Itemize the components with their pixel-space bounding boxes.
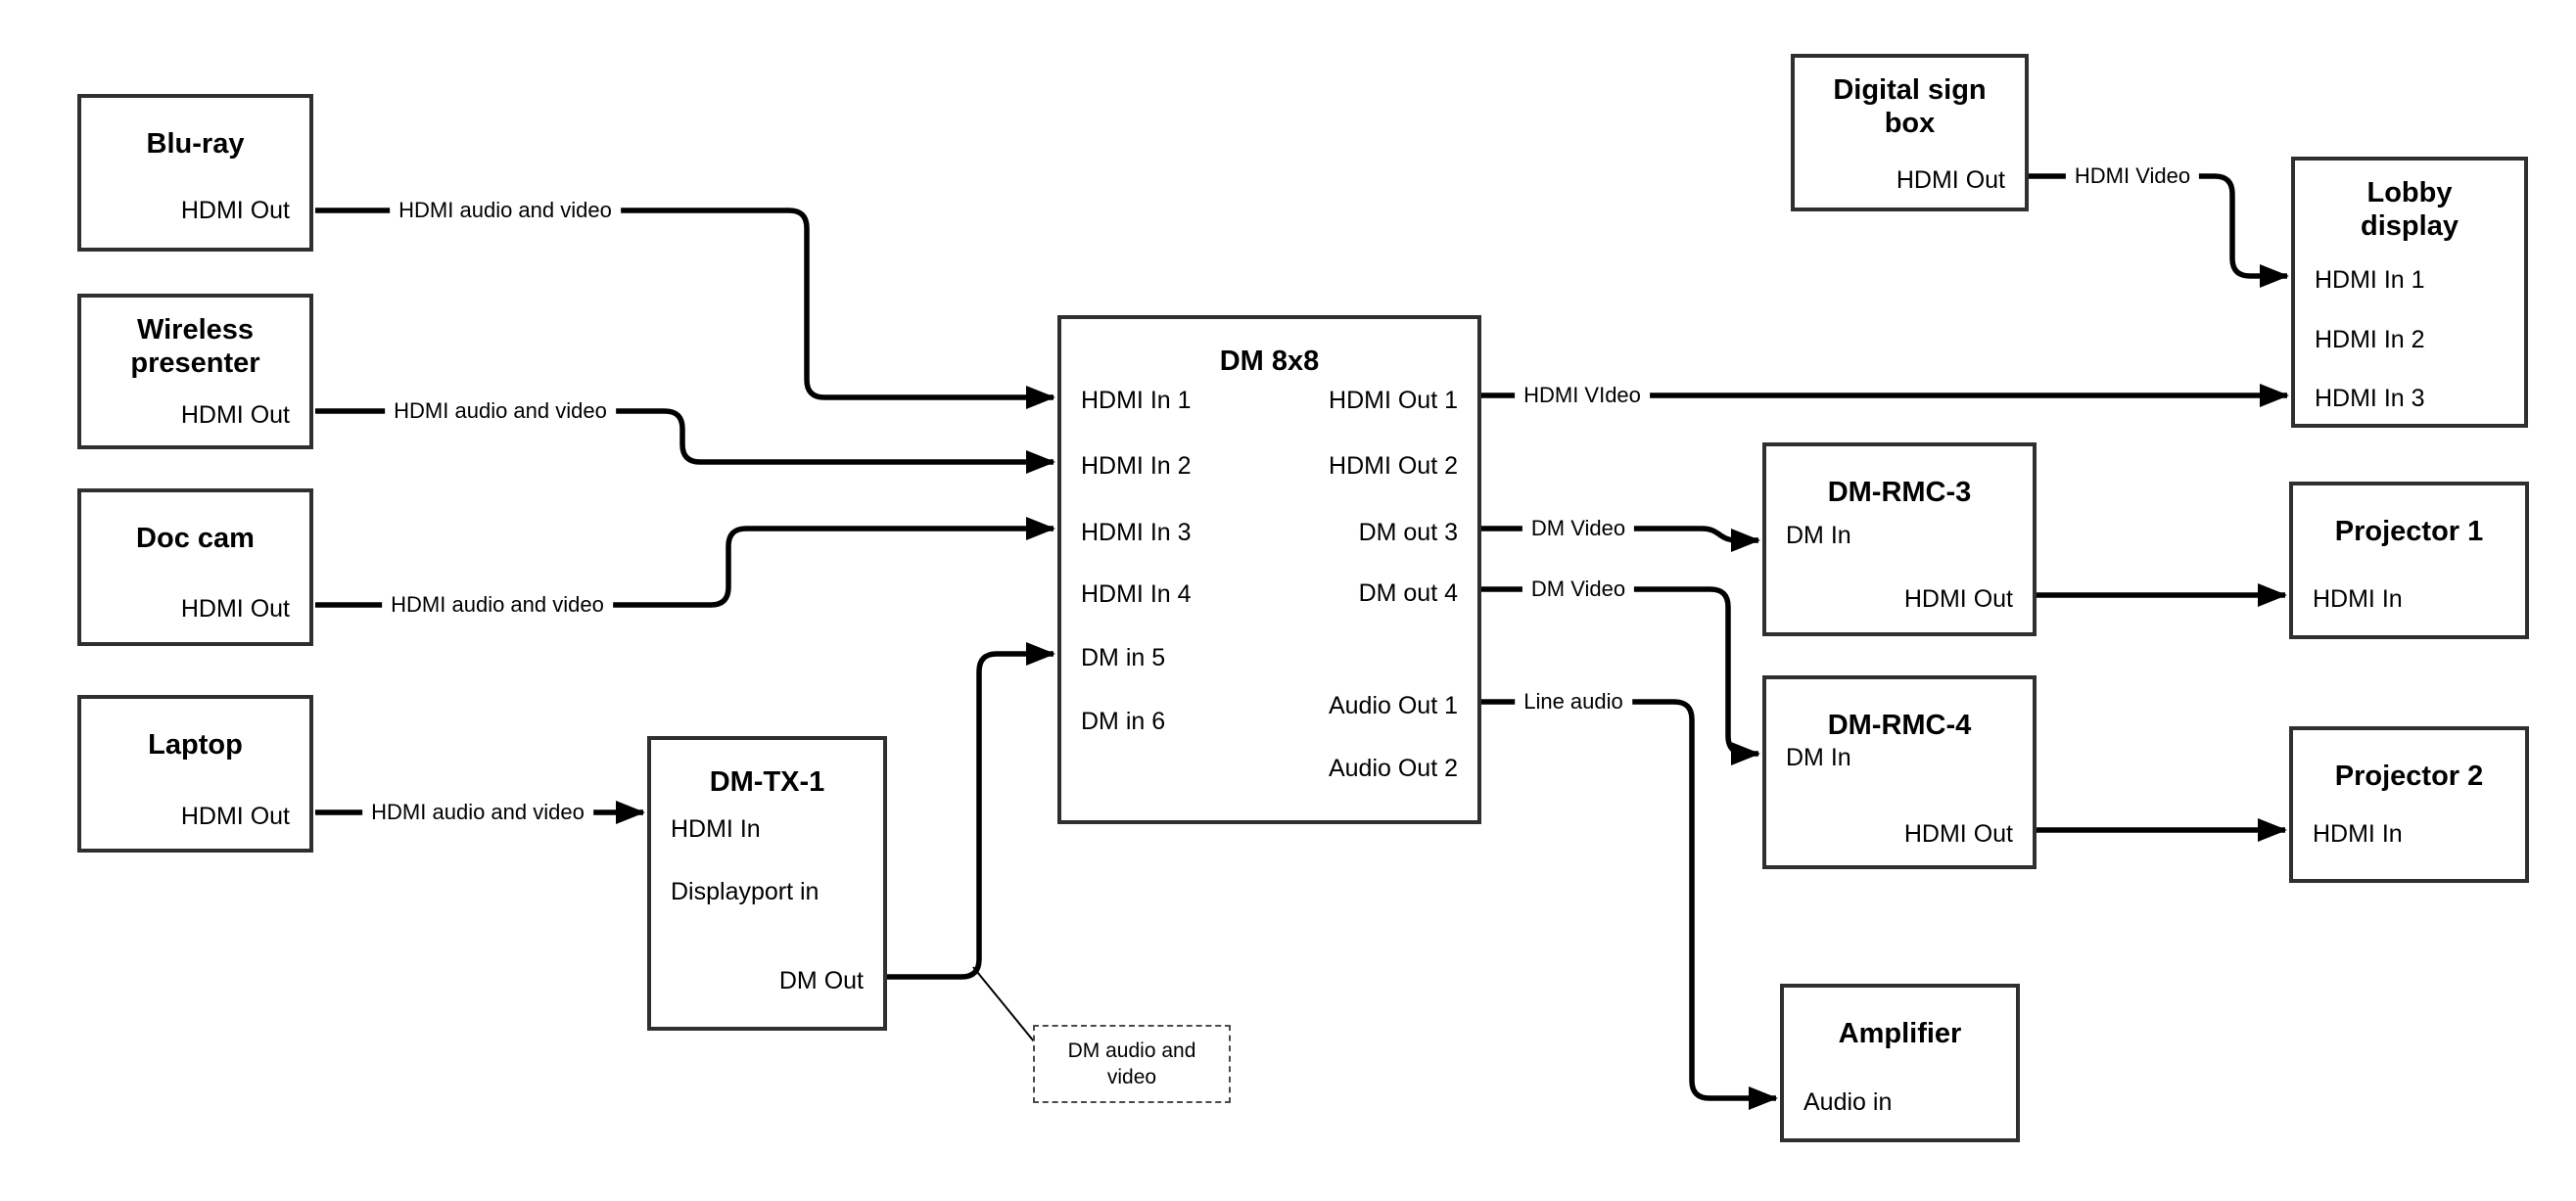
- wire-label-hdmi-audio-and-video: HDMI audio and video: [390, 197, 621, 224]
- wire-label-hdmi-audio-and-video: HDMI audio and video: [382, 591, 613, 619]
- wire-blu-ray-hdmi-out: [315, 208, 1055, 409]
- node-dm-rmc-4: DM-RMC-4 DM In HDMI Out: [1762, 675, 2037, 869]
- port-hdmi-out: HDMI Out: [1903, 585, 2013, 613]
- port-audio-out-1: Audio Out 1: [1328, 692, 1458, 719]
- wire-label-hdmi-video: HDMI VIdeo: [1515, 382, 1650, 409]
- node-title: Blu-ray: [146, 128, 245, 160]
- wire-digital-sign-box-hdmi-out: [2029, 173, 2289, 288]
- node-title: Digital sign box: [1833, 74, 1987, 139]
- node-title: Wireless presenter: [130, 314, 260, 379]
- port-dm-out: DM Out: [778, 967, 864, 994]
- port-hdmi-out: HDMI Out: [1896, 166, 2005, 194]
- node-title: DM-RMC-4: [1827, 710, 1972, 741]
- port-dm-in-6: DM in 6: [1081, 708, 1166, 735]
- port-hdmi-in-4: HDMI In 4: [1081, 580, 1192, 608]
- port-dm-out-4: DM out 4: [1358, 579, 1458, 607]
- wire-dm-tx-1-dm-out-wire: [972, 966, 1035, 1042]
- wire-doc-cam-hdmi-out: [315, 517, 1055, 608]
- node-title: DM 8x8: [1219, 346, 1320, 377]
- node-title: Projector 1: [2334, 516, 2484, 547]
- wire-dm-8x8-audio-out-1: [1481, 699, 1778, 1110]
- port-hdmi-out: HDMI Out: [1903, 820, 2013, 848]
- port-hdmi-in-3: HDMI In 3: [2315, 385, 2425, 412]
- port-hdmi-in-1: HDMI In 1: [1081, 387, 1192, 414]
- node-title: DM-TX-1: [709, 766, 825, 798]
- wire-label-line-audio: Line audio: [1515, 688, 1632, 716]
- wire-label-hdmi-video: HDMI Video: [2065, 162, 2200, 190]
- port-hdmi-out: HDMI Out: [180, 595, 290, 623]
- port-displayport-in: Displayport in: [671, 878, 820, 905]
- node-title: Projector 2: [2334, 761, 2484, 792]
- port-dm-out-3: DM out 3: [1358, 519, 1458, 546]
- port-hdmi-out: HDMI Out: [180, 803, 290, 830]
- wire-dm-8x8-dm-out-3: [1481, 526, 1760, 552]
- port-hdmi-in-2: HDMI In 2: [2315, 326, 2425, 353]
- wire-dm-8x8-dm-out-4: [1481, 586, 1760, 765]
- node-title: Amplifier: [1838, 1018, 1962, 1049]
- node-title: Laptop: [148, 729, 243, 761]
- wire-label-dm-video: DM Video: [1522, 515, 1635, 542]
- port-dm-in-5: DM in 5: [1081, 644, 1166, 671]
- wire-wireless-presenter-hdmi-out: [315, 408, 1055, 474]
- port-dm-in: DM In: [1786, 522, 1851, 549]
- port-hdmi-out: HDMI Out: [180, 197, 290, 224]
- node-title: Doc cam: [136, 523, 255, 554]
- port-hdmi-in-1: HDMI In 1: [2315, 266, 2425, 294]
- port-audio-in: Audio in: [1803, 1088, 1893, 1116]
- callout-dm-audio-video-note: DM audio and video: [1033, 1025, 1231, 1103]
- wire-label-hdmi-audio-and-video: HDMI audio and video: [362, 799, 593, 826]
- port-hdmi-in: HDMI In: [2313, 820, 2403, 848]
- port-hdmi-out-1: HDMI Out 1: [1329, 387, 1458, 414]
- port-audio-out-2: Audio Out 2: [1328, 755, 1458, 782]
- node-title: Lobby display: [2361, 177, 2459, 242]
- port-hdmi-out: HDMI Out: [180, 401, 290, 429]
- node-title: DM-RMC-3: [1827, 477, 1972, 508]
- port-dm-in: DM In: [1786, 744, 1851, 771]
- port-hdmi-in-2: HDMI In 2: [1081, 452, 1192, 480]
- node-dm-rmc-3: DM-RMC-3 DM In HDMI Out: [1762, 442, 2037, 636]
- wire-dm-tx-1-dm-out: [887, 642, 1055, 980]
- port-hdmi-in: HDMI In: [671, 815, 761, 843]
- wire-label-hdmi-audio-and-video: HDMI audio and video: [385, 397, 616, 425]
- node-projector-2: Projector 2 HDMI In: [2289, 726, 2529, 883]
- wire-label-dm-video: DM Video: [1522, 576, 1635, 603]
- node-projector-1: Projector 1 HDMI In: [2289, 482, 2529, 639]
- port-hdmi-in-3: HDMI In 3: [1081, 519, 1192, 546]
- port-hdmi-in: HDMI In: [2313, 585, 2403, 613]
- port-hdmi-out-2: HDMI Out 2: [1329, 452, 1458, 480]
